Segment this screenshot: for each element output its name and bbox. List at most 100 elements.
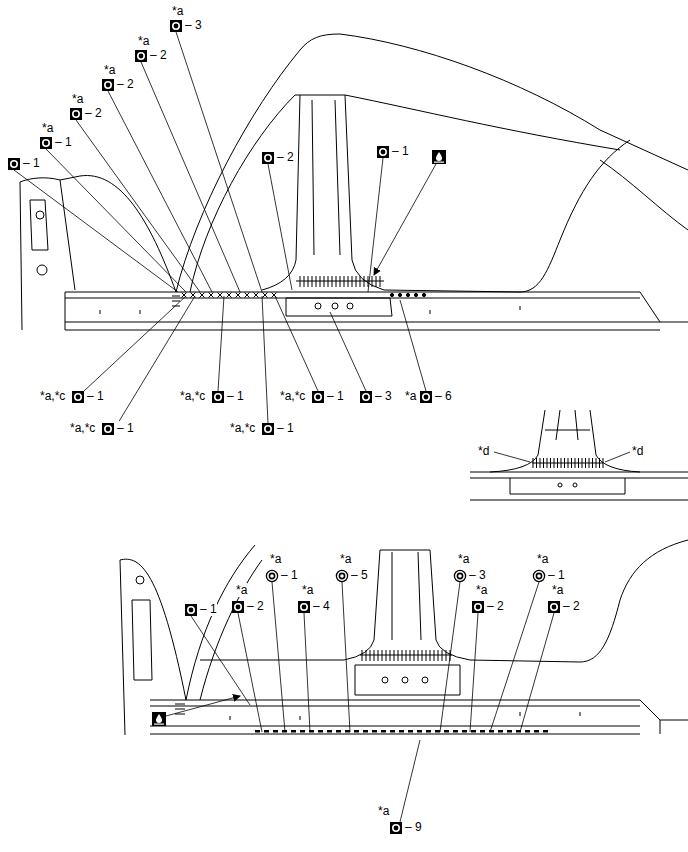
weld-dashes <box>435 730 440 733</box>
weld-marks <box>376 276 377 287</box>
weld-marks <box>360 276 361 287</box>
weld-symbols <box>170 20 182 32</box>
leader-lines <box>330 312 366 391</box>
weld-symbols <box>380 149 386 155</box>
lower-body-view <box>186 545 255 700</box>
leader-lines <box>141 62 240 292</box>
weld-symbols <box>457 573 462 578</box>
note-mark: *a <box>458 552 469 566</box>
lower-body-view <box>132 600 152 680</box>
weld-symbols <box>154 724 164 725</box>
weld-marks <box>320 276 321 287</box>
weld-symbols <box>170 20 182 32</box>
leader-lines <box>166 696 240 716</box>
callout-number: – 1 <box>227 389 244 403</box>
upper-body-view <box>347 303 353 309</box>
weld-symbols <box>420 391 432 403</box>
weld-symbols <box>262 423 274 435</box>
weld-symbols <box>105 82 111 88</box>
weld-symbols <box>265 426 271 432</box>
note-mark: *a <box>236 583 247 597</box>
weld-marks <box>328 276 329 287</box>
weld-symbols <box>266 570 277 581</box>
lower-body-view <box>120 540 688 735</box>
weld-dashes <box>525 730 530 733</box>
weld-symbols <box>420 391 432 403</box>
weld-symbols <box>8 158 20 170</box>
lower-body-view <box>150 700 640 734</box>
weld-symbols <box>72 391 84 403</box>
callout-number: – 1 <box>200 602 217 616</box>
note-mark: *a <box>405 389 416 403</box>
callout-number: – 1 <box>117 421 134 435</box>
callout-number: – 5 <box>351 568 368 582</box>
weld-dashes <box>273 730 278 733</box>
weld-dashes <box>498 730 503 733</box>
upper-body-view <box>262 95 300 290</box>
upper-body-view <box>65 292 660 330</box>
weld-dashes <box>255 730 260 733</box>
weld-dashes <box>426 730 431 733</box>
leader-lines <box>520 613 554 732</box>
callout-number: – 1 <box>548 568 565 582</box>
weld-symbols <box>43 140 49 146</box>
upper-body-view <box>30 200 48 250</box>
weld-symbols <box>548 601 560 613</box>
weld-marks <box>372 276 373 287</box>
weld-dashes <box>381 730 386 733</box>
upper-body-view <box>600 160 688 230</box>
weld-dashes <box>336 730 341 733</box>
leader-lines <box>304 613 310 732</box>
weld-dashes <box>453 730 458 733</box>
upper-body-view <box>384 140 630 292</box>
weld-symbols <box>298 601 310 613</box>
leader-lines <box>76 120 200 292</box>
leader-lines <box>605 452 630 462</box>
weld-marks <box>245 293 250 298</box>
callout-number: – 4 <box>313 599 330 613</box>
weld-symbols <box>423 394 429 400</box>
weld-dashes <box>264 730 269 733</box>
leader-lines <box>108 91 212 292</box>
weld-symbols <box>312 391 324 403</box>
weld-marks <box>364 276 365 287</box>
weld-symbols <box>138 53 144 59</box>
upper-body-view <box>172 296 180 306</box>
inset-view <box>470 410 688 500</box>
note-mark: *a,*c <box>40 389 65 403</box>
weld-symbols <box>390 822 402 834</box>
weld-symbols <box>156 714 162 723</box>
weld-dashes <box>417 730 422 733</box>
weld-dashes <box>372 730 377 733</box>
weld-marks <box>352 276 353 287</box>
weld-symbols <box>536 573 541 578</box>
weld-dashes <box>345 730 350 733</box>
weld-symbols <box>393 825 399 831</box>
note-mark: *a <box>72 92 83 106</box>
weld-symbols <box>298 601 310 613</box>
weld-symbols <box>152 712 166 726</box>
upper-body-view <box>345 95 620 150</box>
weld-symbols <box>454 570 465 581</box>
weld-dashes <box>390 730 395 733</box>
weld-marks <box>380 276 381 287</box>
lower-body-view <box>344 550 380 660</box>
note-mark: *a <box>172 4 183 18</box>
inset-view <box>573 483 577 487</box>
upper-body-view <box>20 34 688 330</box>
weld-dashes <box>291 730 296 733</box>
lower-body-view <box>200 660 344 661</box>
weld-marks <box>344 276 345 287</box>
note-mark: *a,*c <box>180 389 205 403</box>
weld-marks <box>356 276 357 287</box>
lower-body-view <box>380 550 470 660</box>
weld-symbols <box>102 79 114 91</box>
weld-symbols <box>377 146 389 158</box>
callout-number: – 1 <box>281 568 298 582</box>
weld-symbols <box>212 391 224 403</box>
leader-lines <box>218 296 224 391</box>
callout-number: – 2 <box>487 599 504 613</box>
callout-number: – 1 <box>392 144 409 158</box>
weld-symbols <box>266 570 277 581</box>
